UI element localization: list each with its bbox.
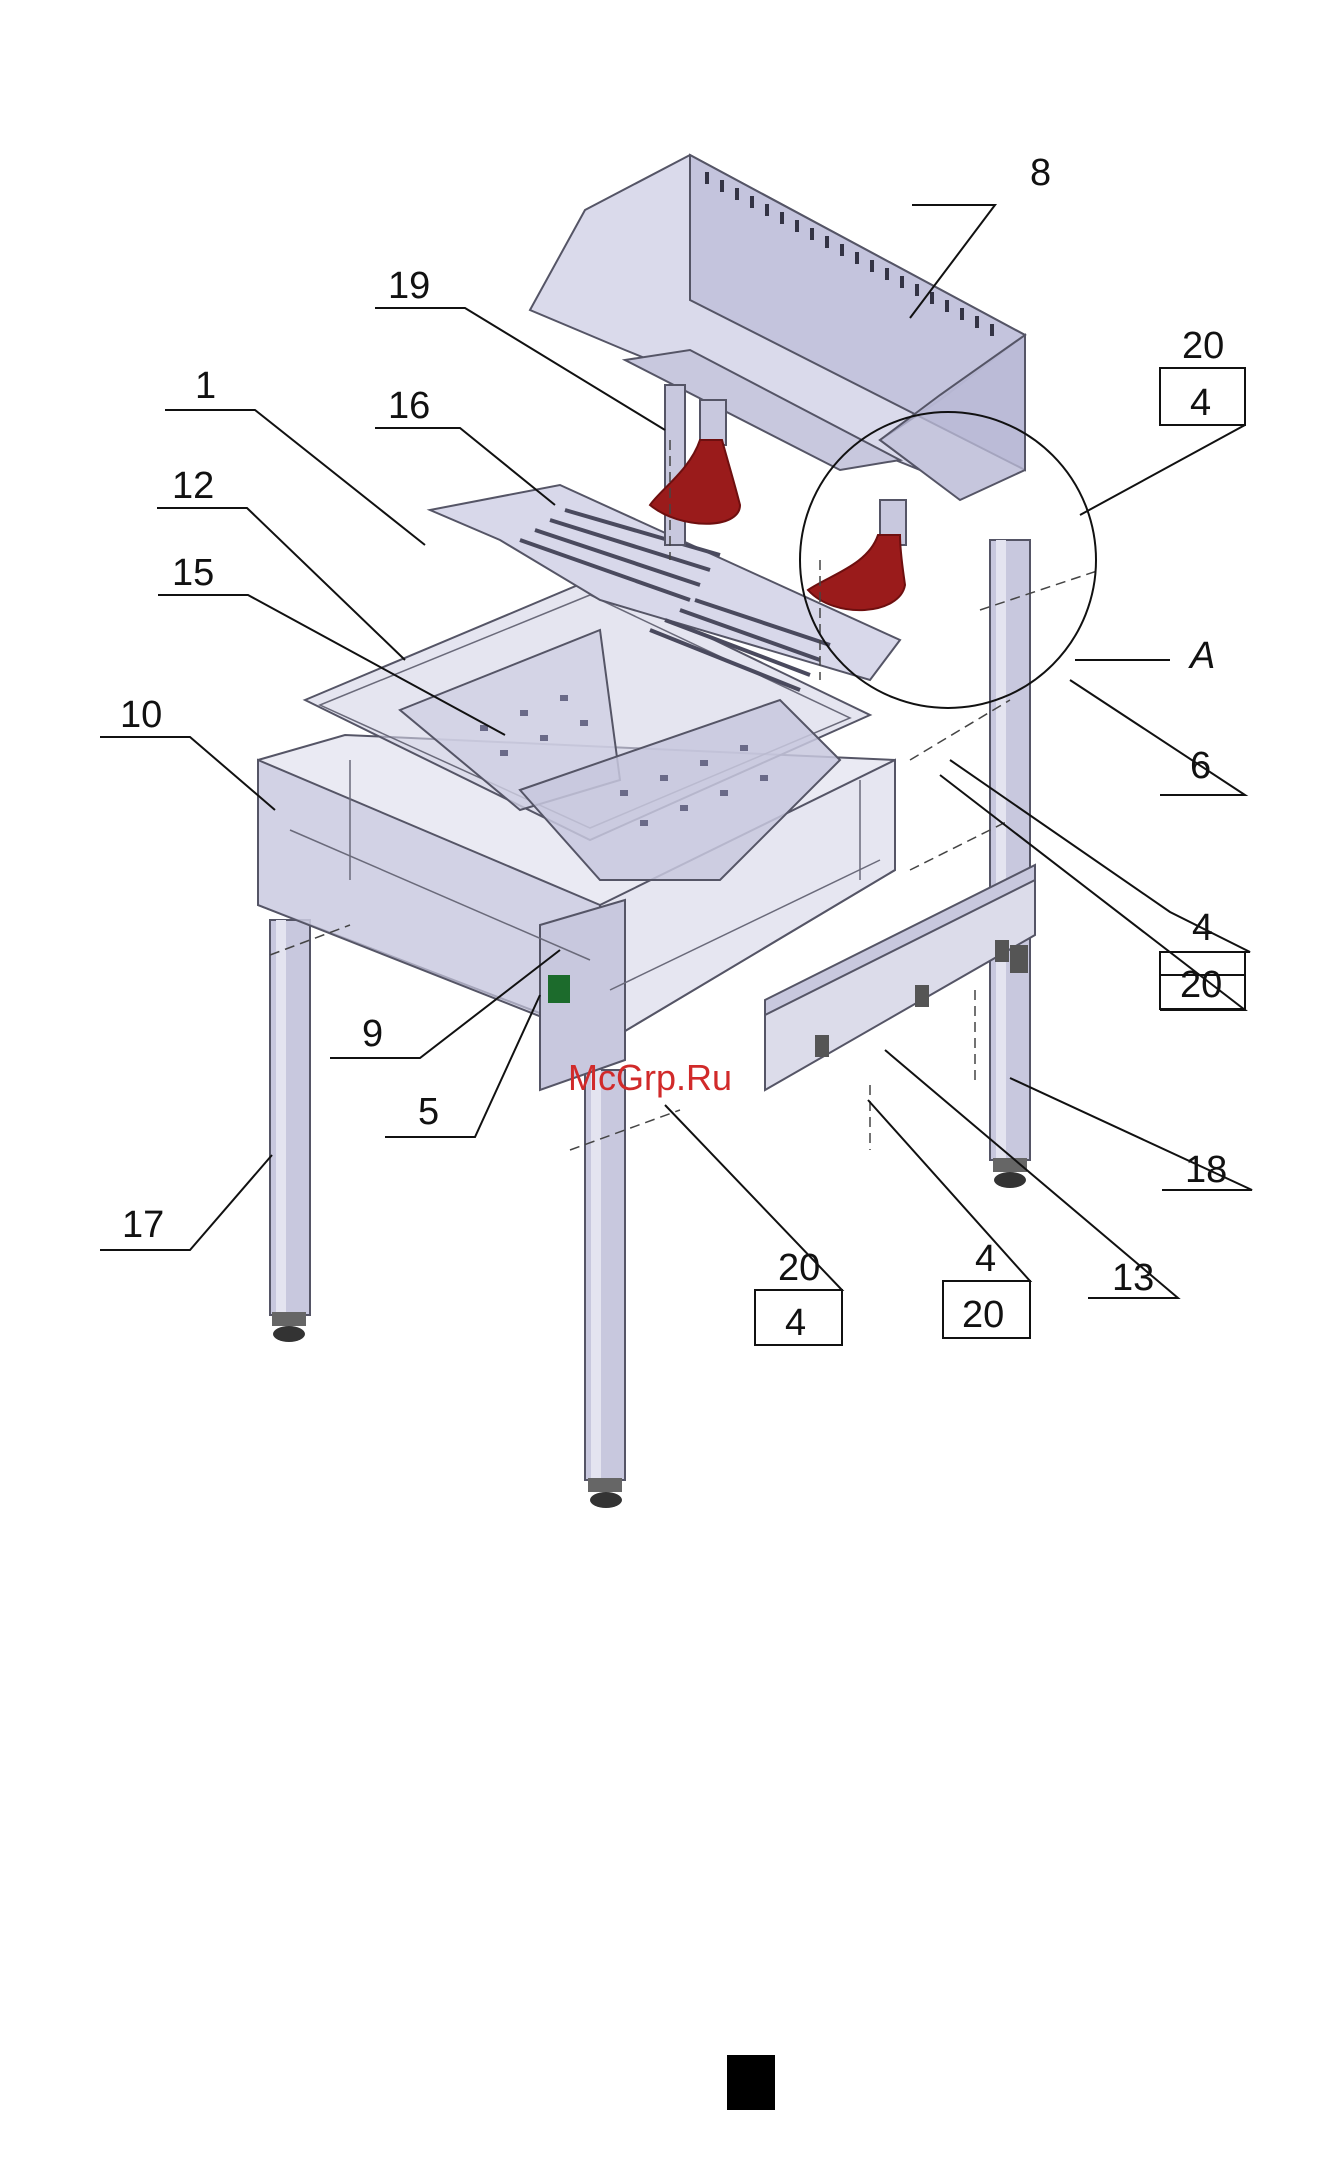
heat-lamp-left xyxy=(650,400,740,524)
leg-back-right xyxy=(990,540,1030,1188)
callout-pair-bottom-center-lower: 4 xyxy=(785,1302,806,1344)
callout-pair-top-right-upper: 20 xyxy=(1182,325,1224,367)
callout-10: 10 xyxy=(120,694,162,736)
callout-15: 15 xyxy=(172,552,214,594)
callout-8: 8 xyxy=(1030,152,1051,194)
callout-18: 18 xyxy=(1185,1149,1227,1191)
callout-pair-bottom-right-upper: 4 xyxy=(975,1238,996,1280)
heat-lamp-right xyxy=(808,500,906,610)
callout-a: A xyxy=(1188,635,1215,677)
callout-19: 19 xyxy=(388,265,430,307)
callout-6: 6 xyxy=(1190,745,1211,787)
callout-13: 13 xyxy=(1112,1257,1154,1299)
callout-17: 17 xyxy=(122,1204,164,1246)
page-marker-square xyxy=(727,2055,775,2110)
leg-front-right xyxy=(585,1070,625,1508)
callout-16: 16 xyxy=(388,385,430,427)
callout-pair-mid-right-lower: 20 xyxy=(1180,964,1222,1006)
callout-pair-top-right-lower: 4 xyxy=(1190,382,1211,424)
callout-pair-mid-right-upper: 4 xyxy=(1192,907,1213,949)
callout-5: 5 xyxy=(418,1091,439,1133)
callout-12: 12 xyxy=(172,465,214,507)
leg-front-left xyxy=(270,920,310,1342)
callout-9: 9 xyxy=(362,1013,383,1055)
callout-pair-bottom-center-upper: 20 xyxy=(778,1247,820,1289)
callout-pair-bottom-right-lower: 20 xyxy=(962,1294,1004,1336)
power-switch-icon xyxy=(548,975,570,1003)
heater-hood xyxy=(530,155,1025,545)
watermark: McGrp.Ru xyxy=(568,1057,732,1098)
callout-1: 1 xyxy=(195,365,216,407)
